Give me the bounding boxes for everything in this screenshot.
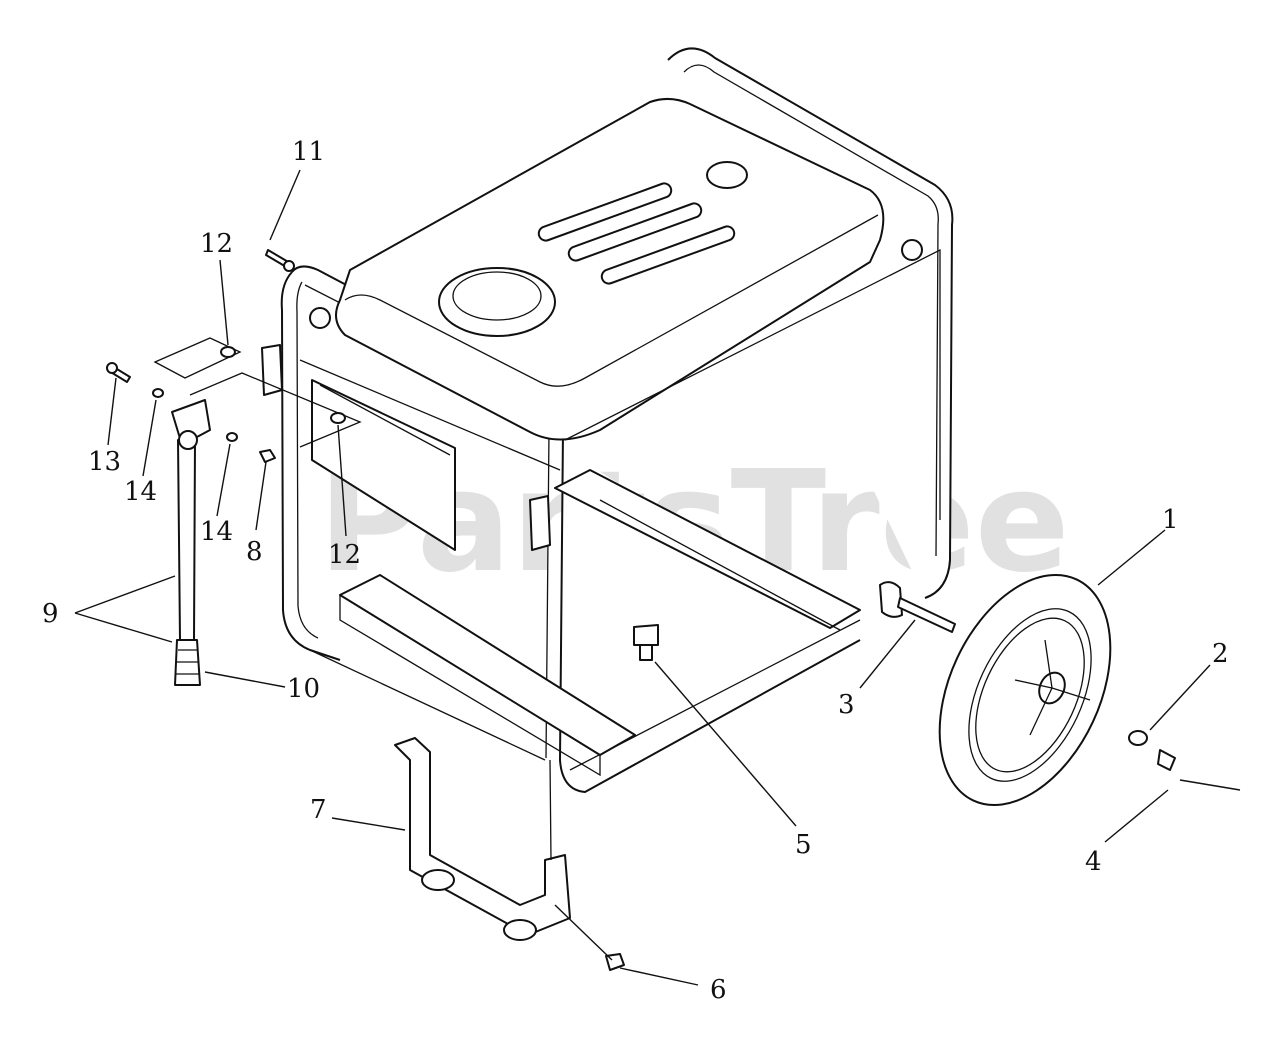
callout-11: 11 [292,137,325,167]
callout-14-left: 14 [124,477,157,507]
wheel [938,573,1112,807]
handle-assembly [153,337,362,686]
callout-1: 1 [1162,505,1179,535]
retaining-clip [1157,749,1176,771]
callout-labels: 1 2 3 4 5 6 7 8 9 10 11 12 12 13 14 14 [42,137,1229,1005]
callout-5: 5 [795,830,812,860]
callout-6: 6 [710,975,727,1005]
callout-10: 10 [287,674,320,704]
callout-2: 2 [1212,639,1229,669]
axle [879,581,956,633]
mounting-brackets [261,344,551,551]
callout-13: 13 [88,447,121,477]
callout-9: 9 [42,599,59,629]
callout-12-top: 12 [200,229,233,259]
callout-4: 4 [1085,847,1102,877]
callout-7: 7 [310,795,327,825]
hardware [106,249,659,971]
callout-3: 3 [838,690,855,720]
callout-8: 8 [246,537,263,567]
callout-12-bottom: 12 [328,540,361,570]
leader-lines [74,169,1241,986]
fuel-tank [309,98,923,441]
washer [1128,730,1148,746]
generator-body [299,248,941,551]
callout-14-right: 14 [200,517,233,547]
foot-bracket [394,737,571,941]
base-rails [339,469,861,777]
